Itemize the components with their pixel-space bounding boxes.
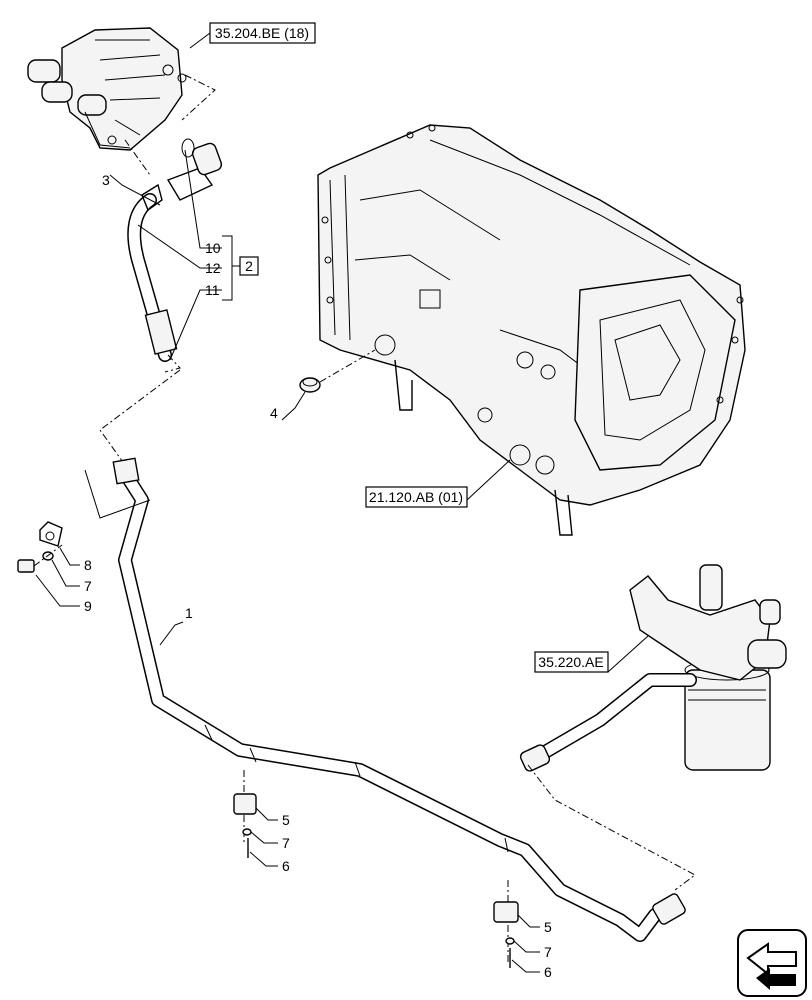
filter-assembly — [519, 564, 787, 772]
callout-5-middle: 5 — [282, 812, 290, 828]
callout-4: 4 — [270, 405, 278, 421]
clamp-set-middle — [233, 770, 278, 867]
callout-7-middle: 7 — [282, 835, 290, 851]
control-valve-assembly — [27, 27, 187, 151]
ref-box-valve[interactable]: 35.204.BE (18) — [209, 22, 316, 44]
callout-5-lower: 5 — [544, 919, 552, 935]
svg-text:35.204.BE (18): 35.204.BE (18) — [215, 25, 309, 41]
transmission-housing — [317, 124, 746, 536]
svg-text:21.120.AB (01): 21.120.AB (01) — [369, 489, 463, 505]
callout-11: 11 — [205, 282, 220, 298]
direction-arrow-icon[interactable] — [737, 929, 807, 997]
callout-6-lower: 6 — [544, 964, 552, 980]
callout-8: 8 — [84, 557, 92, 573]
upper-hose — [127, 138, 223, 373]
svg-text:35.220.AE: 35.220.AE — [538, 654, 603, 670]
plug-part-4 — [299, 377, 321, 393]
clamp-set-upper — [17, 521, 80, 607]
clamp-set-lower — [493, 880, 540, 973]
svg-text:2: 2 — [245, 258, 253, 274]
main-pipe-part-1 — [112, 457, 686, 942]
ref-box-housing[interactable]: 21.120.AB (01) — [365, 486, 468, 508]
group-box-2: 2 — [239, 256, 259, 276]
callout-9: 9 — [84, 598, 92, 614]
callout-7-lower: 7 — [544, 944, 552, 960]
callout-10: 10 — [205, 240, 221, 256]
callout-6-middle: 6 — [282, 858, 290, 874]
callout-3: 3 — [102, 172, 110, 188]
callout-1: 1 — [185, 605, 193, 621]
callout-12: 12 — [205, 260, 221, 276]
ref-box-filter[interactable]: 35.220.AE — [534, 651, 609, 673]
callout-7-upper: 7 — [84, 578, 92, 594]
